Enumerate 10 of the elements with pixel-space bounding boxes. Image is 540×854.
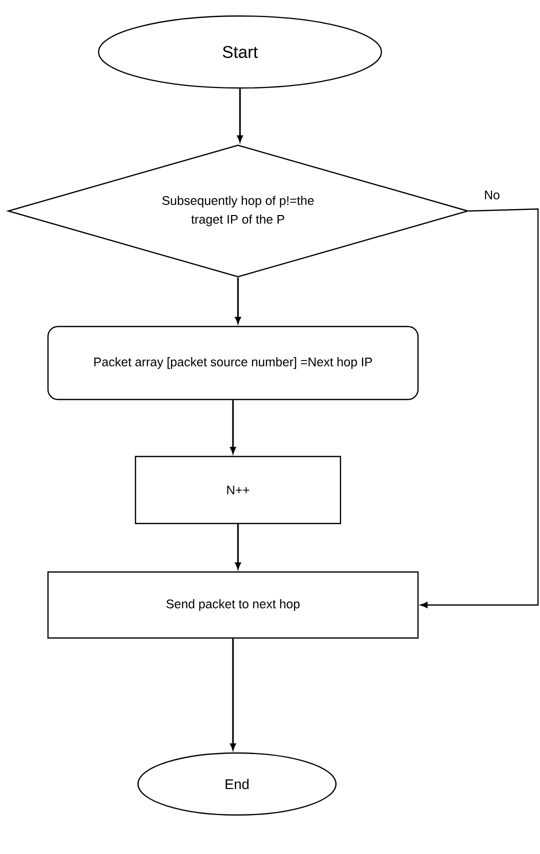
process-box: Send packet to next hop	[47, 571, 419, 639]
arrow	[237, 88, 243, 142]
arrow	[420, 208, 539, 608]
edge-label: No	[485, 190, 500, 200]
arrow	[235, 278, 241, 324]
process-box: N++	[134, 456, 342, 524]
arrow	[230, 638, 236, 750]
process-box: Packet array [packet source number] =Next hop IP	[47, 326, 419, 400]
arrow	[235, 524, 241, 570]
arrow	[230, 400, 236, 454]
